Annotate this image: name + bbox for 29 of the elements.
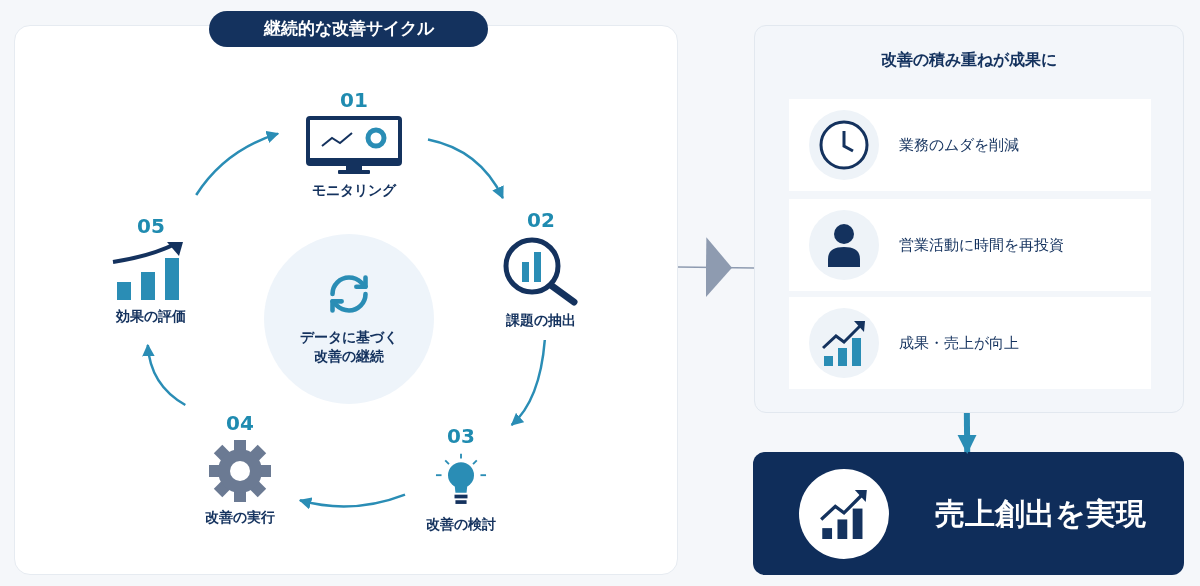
- step-label: 改善の検討: [426, 515, 496, 533]
- step-label: 効果の評価: [116, 308, 186, 326]
- step-number: 04: [226, 412, 254, 433]
- arrow: [427, 138, 504, 200]
- step-label: モニタリング: [312, 182, 396, 200]
- step-label: 課題の抽出: [506, 312, 576, 330]
- step-number: 01: [340, 90, 368, 111]
- chevron-arrow: [677, 237, 755, 298]
- step-number: 02: [527, 210, 555, 231]
- benefit-card: [789, 297, 1151, 389]
- results-panel: [754, 25, 1184, 413]
- step-number: 03: [447, 426, 475, 446]
- benefit-text: 営業活動に時間を再投資: [899, 234, 1064, 256]
- result-box: [753, 452, 1184, 575]
- benefit-card: [789, 99, 1151, 191]
- panel-heading: 改善の積み重ねが成果に: [880, 49, 1058, 71]
- step-label: 改善の実行: [205, 508, 275, 527]
- arrow: [957, 412, 977, 454]
- benefit-text: 業務のムダを削減: [899, 134, 1019, 156]
- center-label: データに基づく改善の継続: [299, 327, 399, 366]
- step-number: 05: [137, 216, 165, 237]
- arrow: [510, 339, 547, 426]
- result-text: 売上創出を実現: [935, 495, 1146, 533]
- arrow: [142, 343, 186, 407]
- arrow: [298, 493, 406, 510]
- benefit-card: [789, 199, 1151, 291]
- benefit-text: 成果・売上が向上: [899, 332, 1019, 354]
- section-heading: 継続的な改善サイクル: [209, 11, 488, 47]
- arrow: [195, 131, 280, 196]
